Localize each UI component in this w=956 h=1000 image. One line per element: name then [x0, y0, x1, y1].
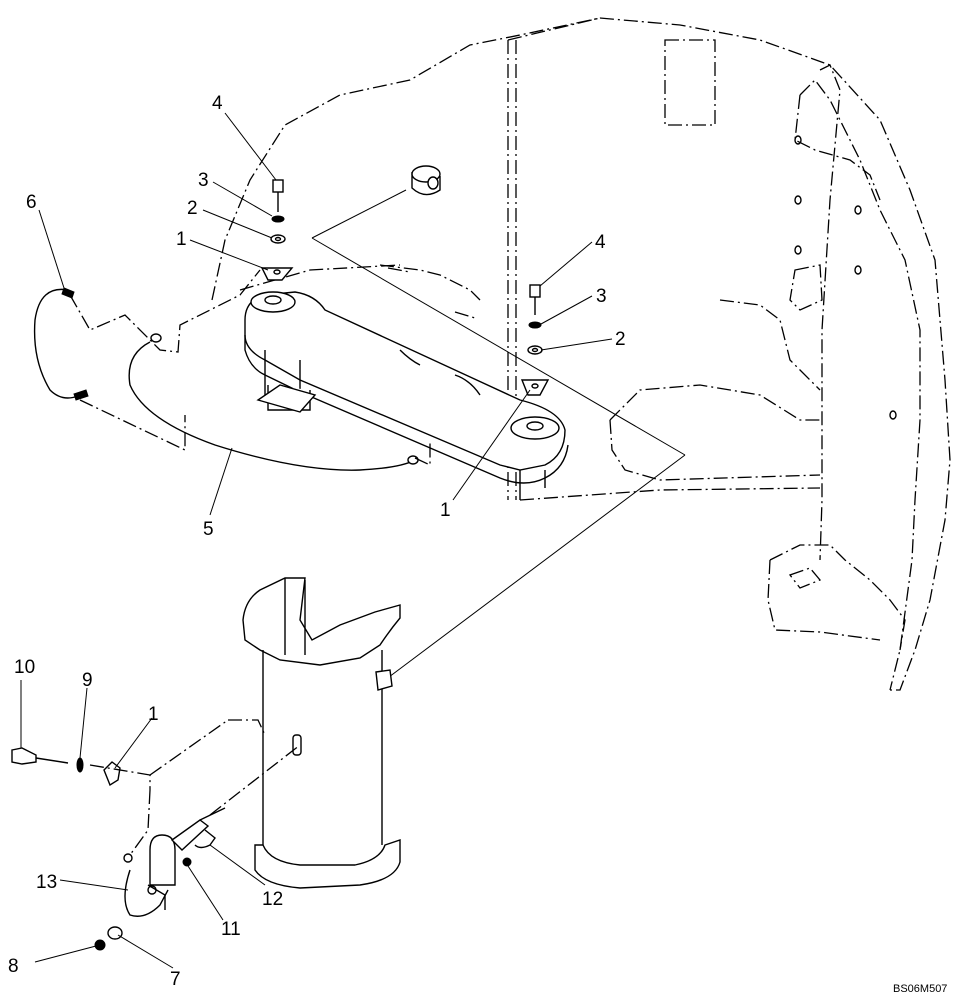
lower-hardware [11, 719, 301, 951]
assembly-lines [311, 189, 686, 681]
drawing-code: BS06M507 [893, 983, 947, 995]
callout-13: 13 [36, 872, 57, 893]
rubber-mount [411, 165, 441, 196]
chassis-frame [211, 17, 951, 691]
callout-9: 11 [221, 919, 241, 940]
callout-1-upper-left: 1 [176, 229, 187, 250]
callout-4-upper-right: 4 [595, 232, 606, 253]
lanyard-cable-6 [33, 287, 89, 401]
callout-3-upper-right: 3 [596, 286, 607, 307]
callout-10: 12 [262, 889, 283, 910]
callout-11: 7 [170, 969, 181, 990]
callout-2-upper-left: 2 [187, 198, 198, 219]
vertical-post [228, 577, 401, 889]
callout-5: 5 [203, 519, 214, 540]
callout-7: 9 [82, 670, 93, 691]
callout-leaders [20, 112, 613, 969]
hardware-stack-left [260, 179, 294, 281]
callout-3-upper-left: 3 [198, 170, 209, 191]
callout-12: 8 [8, 956, 19, 977]
callout-2-upper-right: 2 [615, 329, 626, 350]
callout-8: 10 [14, 657, 35, 678]
callout-6: 6 [26, 192, 37, 213]
callout-4-upper-left: 4 [212, 93, 223, 114]
cable-phantom-lines [69, 269, 431, 467]
hardware-stack-right [520, 284, 550, 396]
callout-1-lower: 1 [148, 704, 159, 725]
callout-labels: 4 3 2 1 6 5 4 3 2 1 10 9 1 13 11 12 7 8 [8, 93, 626, 990]
callout-1-right: 1 [440, 500, 451, 521]
support-arm [244, 291, 569, 500]
